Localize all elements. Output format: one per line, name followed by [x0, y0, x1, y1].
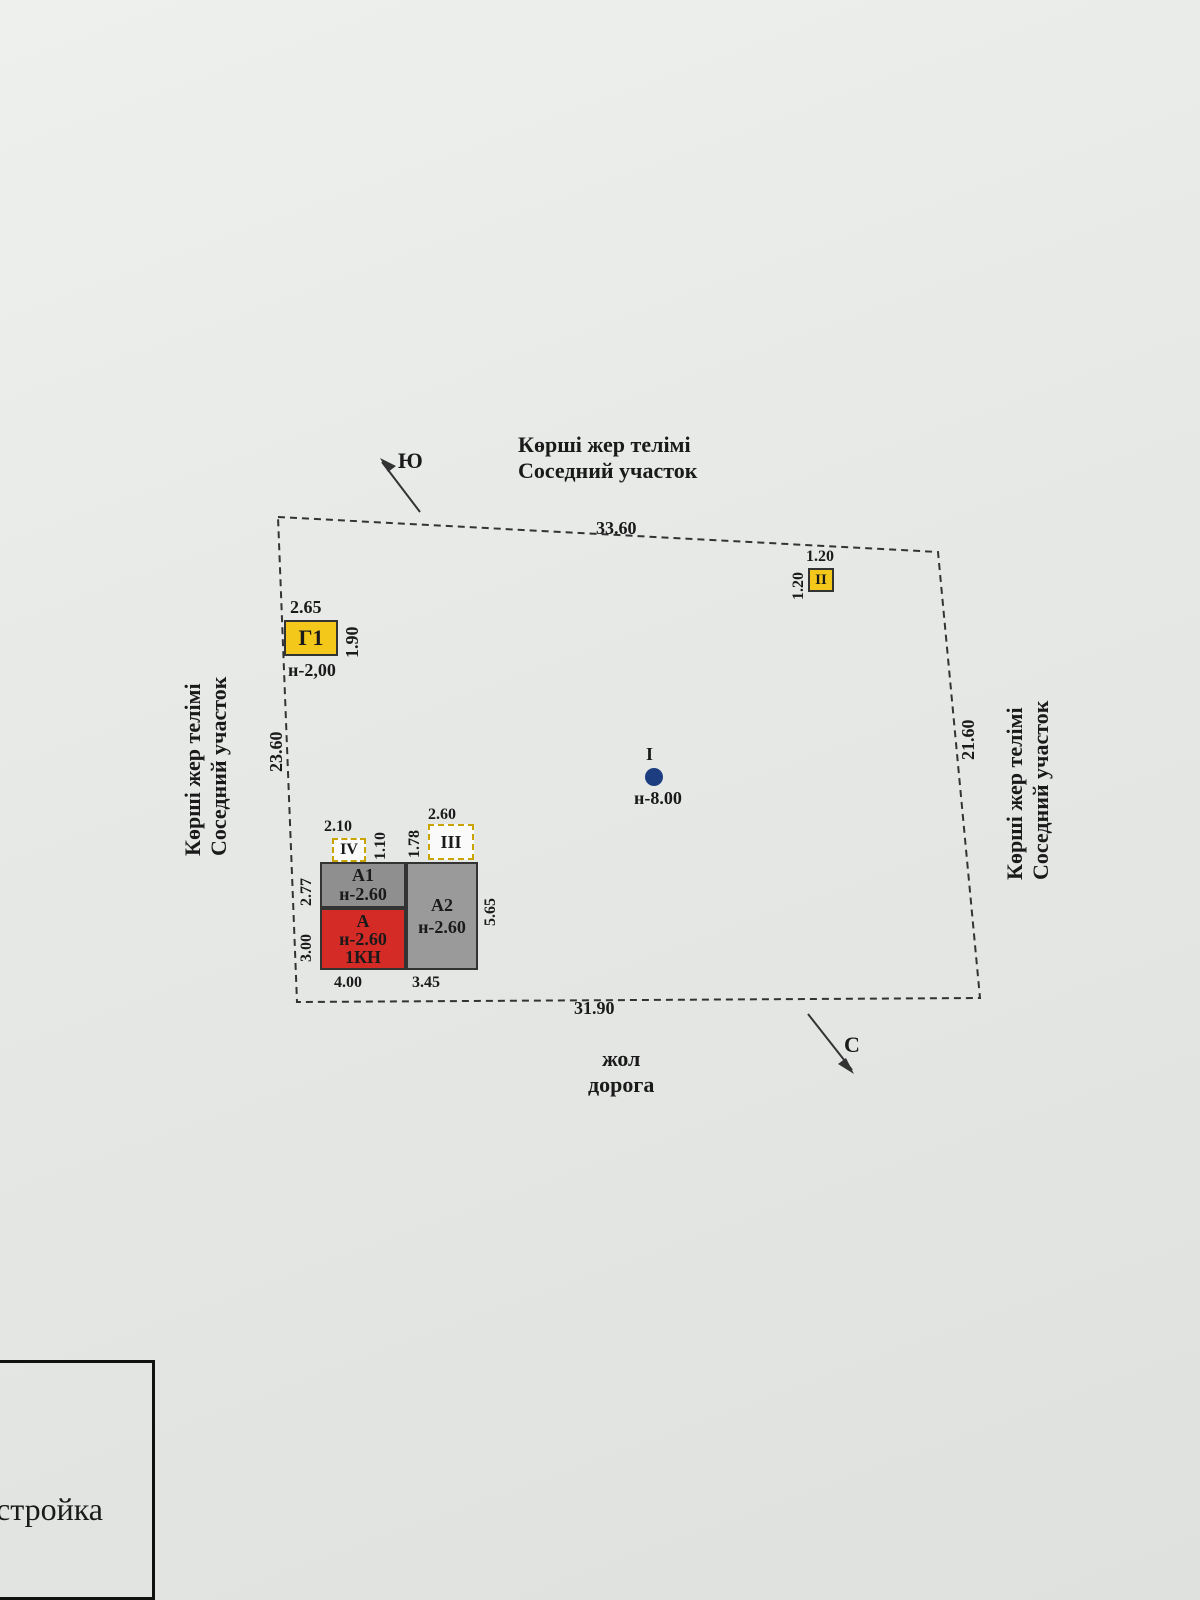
- neighbor-top-ru: Соседний участок: [518, 458, 698, 483]
- plot-boundary: [276, 515, 982, 1004]
- road-kz: жол: [601, 1046, 641, 1071]
- plot-dim-top: 33.60: [596, 518, 637, 538]
- building-iv-label: IV: [340, 841, 358, 858]
- compass-north: С: [844, 1032, 860, 1057]
- a-side-dim: 3.00: [298, 934, 315, 962]
- neighbor-right-ru: Соседний участок: [1028, 700, 1053, 880]
- iii-depth: 1.78: [406, 830, 423, 858]
- a1-side-dim: 2.77: [298, 878, 315, 906]
- compass-south: Ю: [398, 448, 423, 473]
- building-g1-label: Г1: [298, 625, 324, 650]
- legend-box: стройка: [0, 1360, 155, 1600]
- building-toilet-label: II: [815, 571, 827, 588]
- well-marker: [645, 768, 663, 786]
- building-iv: IV: [332, 838, 366, 862]
- neighbor-top-label: Көрші жер телімі Соседний участок: [518, 432, 697, 484]
- a-width-dim: 4.00: [334, 974, 362, 991]
- legend-text: стройка: [0, 1491, 103, 1527]
- building-a1-height: н-2.60: [339, 884, 387, 904]
- iii-width: 2.60: [428, 806, 456, 823]
- well-label: I: [646, 744, 654, 764]
- building-iii: III: [428, 824, 474, 860]
- building-a2: А2 н-2.60: [406, 862, 478, 970]
- road-label: жол дорога: [588, 1046, 654, 1098]
- neighbor-left-kz: Көрші жер телімі: [180, 683, 205, 856]
- building-a1: А1 н-2.60: [320, 862, 406, 908]
- building-g1: Г1: [284, 620, 338, 656]
- building-a-floors: 1КН: [344, 947, 382, 967]
- well-height: н-8.00: [634, 788, 682, 808]
- plot-dim-bottom: 31.90: [574, 998, 615, 1018]
- building-a2-label: А2: [431, 895, 453, 915]
- building-toilet: II: [808, 568, 834, 592]
- south-arrow-icon: [380, 458, 421, 513]
- neighbor-left-label: Көрші жер телімі Соседний участок: [180, 677, 232, 856]
- building-a-height: н-2.60: [339, 929, 387, 949]
- plot-dim-left: 23.60: [266, 731, 286, 773]
- toilet-depth: 1.20: [790, 572, 807, 600]
- building-a2-height: н-2.60: [418, 917, 466, 937]
- building-a-label: А: [356, 911, 370, 931]
- building-a: А н-2.60 1КН: [320, 908, 406, 970]
- road-ru: дорога: [588, 1072, 655, 1097]
- plot-dim-right: 21.60: [958, 719, 978, 761]
- building-iii-label: III: [440, 831, 462, 852]
- neighbor-right-label: Көрші жер телімі Соседний участок: [1002, 701, 1054, 880]
- a2-side-dim: 5.65: [482, 898, 499, 926]
- north-arrow-icon: [807, 1013, 854, 1074]
- neighbor-top-kz: Көрші жер телімі: [518, 432, 691, 457]
- iv-depth: 1.10: [372, 832, 389, 860]
- g1-depth: 1.90: [342, 626, 362, 659]
- neighbor-left-ru: Соседний участок: [206, 676, 231, 856]
- g1-width: 2.65: [290, 597, 322, 617]
- a2-width-dim: 3.45: [412, 974, 440, 991]
- neighbor-right-kz: Көрші жер телімі: [1002, 707, 1027, 880]
- iv-width: 2.10: [324, 818, 352, 835]
- toilet-width: 1.20: [806, 548, 834, 565]
- g1-height: н-2,00: [288, 660, 336, 680]
- building-a1-label: А1: [352, 865, 374, 885]
